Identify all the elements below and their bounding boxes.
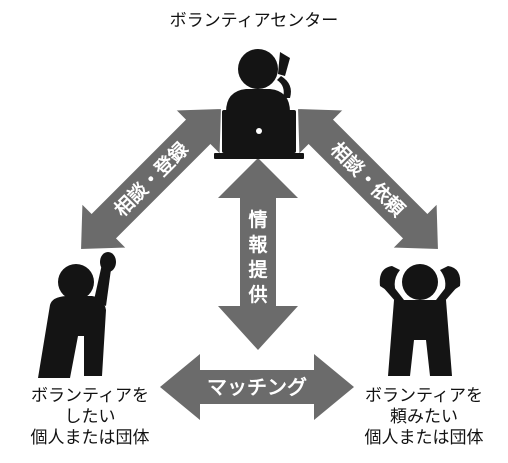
- vertical-label-char-3: 提: [248, 258, 268, 281]
- center-title: ボランティアセンター: [169, 11, 339, 31]
- laptop-icon: [214, 110, 304, 159]
- vertical-label-char-4: 供: [247, 283, 267, 306]
- hands-on-head-person-icon: [379, 264, 461, 376]
- right-group-line-3: 個人または団体: [364, 428, 484, 448]
- left-group-line-2: したい: [64, 407, 116, 427]
- bottom-arrow-label: マッチング: [207, 375, 307, 399]
- operator-icon: [226, 49, 291, 112]
- left-group-label: ボランティアを したい 個人または団体: [0, 386, 180, 449]
- left-arrow-label: 相談・登録: [110, 137, 194, 221]
- left-double-arrow: 相談・登録: [79, 107, 223, 251]
- right-arrow-label: 相談・依頼: [326, 138, 410, 222]
- center-vertical-arrow: 情 報 提 供: [218, 158, 298, 350]
- right-group-line-1: ボランティアを: [365, 386, 483, 406]
- bottom-horizontal-arrow: マッチング: [160, 354, 354, 420]
- raising-hand-person-icon: [38, 252, 116, 378]
- right-group-line-2: 頼みたい: [390, 407, 458, 427]
- right-double-arrow: 相談・依頼: [296, 107, 440, 251]
- left-group-line-3: 個人または団体: [30, 428, 150, 448]
- right-group-label: ボランティアを 頼みたい 個人または団体: [334, 386, 508, 449]
- vertical-label-char-2: 報: [248, 233, 268, 256]
- vertical-label-char-1: 情: [248, 208, 267, 231]
- left-group-line-1: ボランティアを: [31, 386, 149, 406]
